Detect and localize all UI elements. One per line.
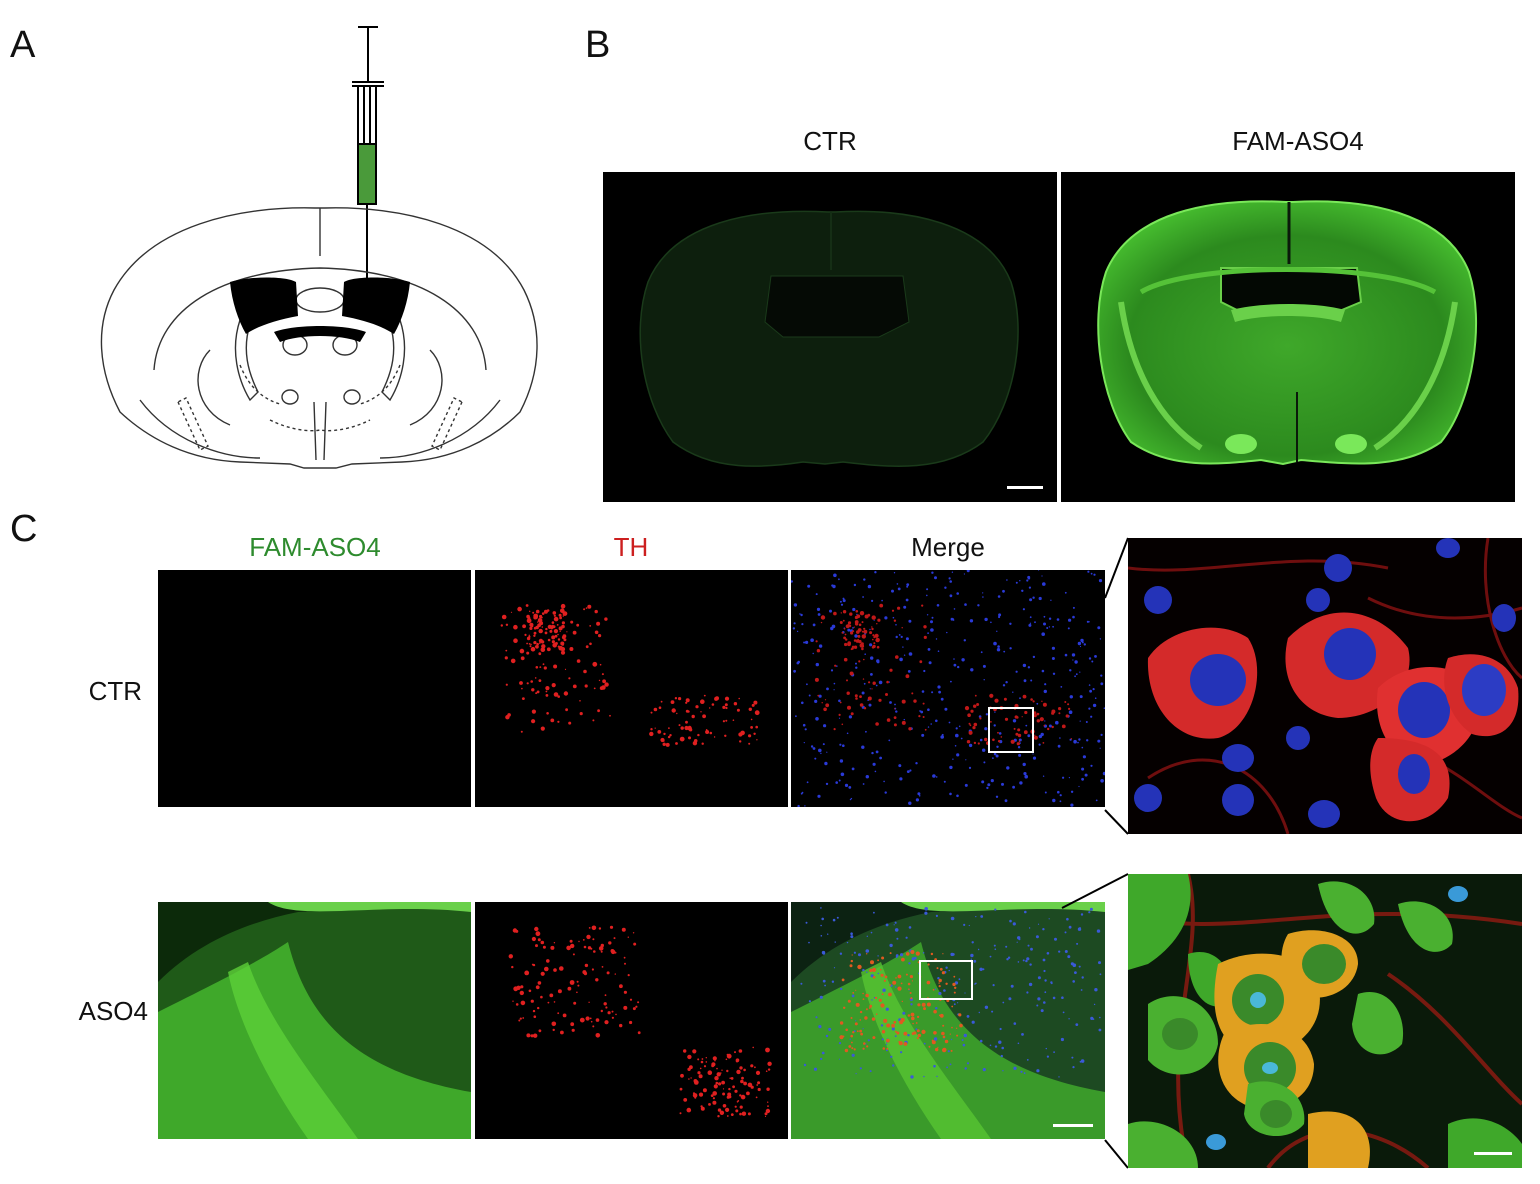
panel-c-row-label-aso4: ASO4: [78, 996, 148, 1026]
panel-c-header-th: TH: [613, 532, 649, 562]
panel-b-header-ctr: CTR: [803, 126, 857, 156]
merge-speckles-aso4: [800, 907, 1102, 1079]
panel-c-merge-scale-bar: [1053, 1124, 1093, 1127]
panel-c-aso4-roi-box: [919, 960, 973, 1000]
panel-c-header-merge: Merge: [911, 532, 985, 562]
panel-b-fam-aso4-brain-image: [1061, 172, 1515, 502]
brain-injection-schematic: [100, 26, 538, 469]
panel-c-ctr-fam-aso4-image: [158, 570, 471, 807]
panel-c-ctr-th-image: [475, 570, 788, 807]
lateral-ventricles: [230, 277, 410, 342]
panel-c-zoom-scale-bar: [1474, 1152, 1512, 1155]
panel-c-aso4-zoom-image: [1128, 874, 1522, 1168]
panel-c-aso4-merge-image: [791, 902, 1105, 1139]
th-speckles-aso4: [508, 925, 772, 1118]
panel-c-header-fam-aso4: FAM-ASO4: [249, 532, 381, 562]
panel-b-scale-bar: [1007, 486, 1043, 489]
panel-c-ctr-roi-box: [988, 707, 1034, 753]
panel-b-ctr-brain-image: [603, 172, 1057, 502]
syringe-icon: [352, 26, 384, 282]
panel-c-aso4-fam-aso4-image: [158, 902, 471, 1139]
panel-letter-b: B: [585, 24, 611, 66]
panel-letter-c: C: [10, 508, 38, 550]
panel-b-header-fam-aso4: FAM-ASO4: [1232, 126, 1364, 156]
panel-c-row-label-ctr: CTR: [88, 676, 142, 706]
panel-c-aso4-th-image: [475, 902, 788, 1139]
panel-letter-a: A: [10, 24, 36, 66]
panel-c-ctr-zoom-image: [1128, 538, 1522, 834]
brain-outline: [100, 207, 538, 469]
th-speckles-ctr: [500, 603, 760, 747]
panel-c-ctr-merge-image: [791, 570, 1105, 807]
